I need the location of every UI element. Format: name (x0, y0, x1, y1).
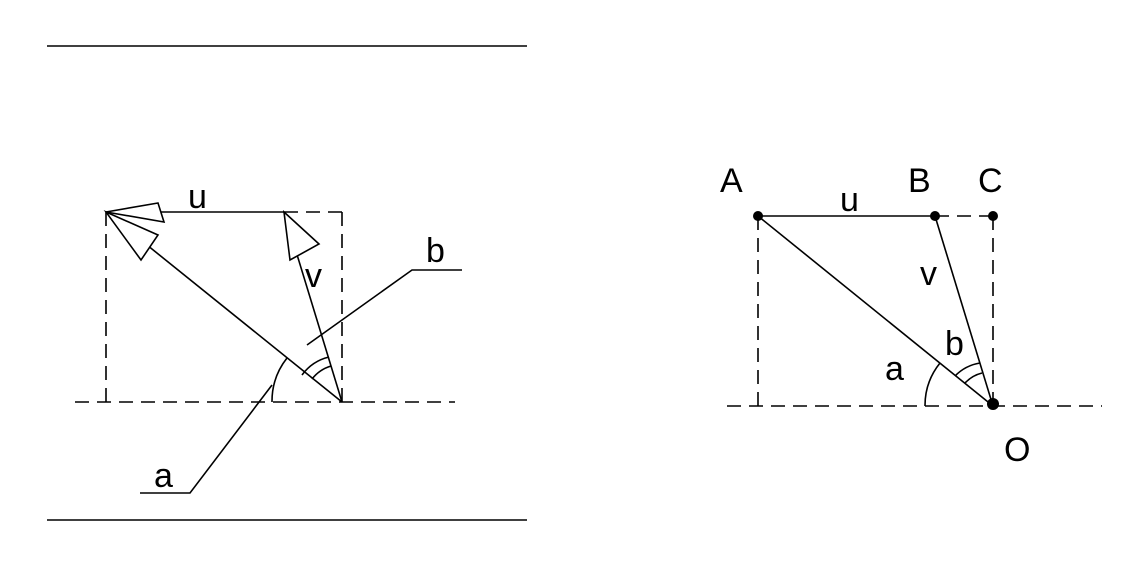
segment-OB (934, 215, 994, 407)
right-label-u: u (840, 181, 859, 219)
left-label-b: b (426, 232, 445, 270)
angle-a-arc (271, 357, 288, 403)
left-label-a: a (154, 457, 173, 495)
point-A (753, 211, 763, 221)
angle-b-arc-right-inner (964, 372, 983, 384)
leader-line-a (140, 384, 273, 494)
angle-b-arc-right-outer (954, 362, 981, 377)
label-O: O (1004, 431, 1030, 469)
left-label-u: u (188, 178, 207, 216)
point-O (987, 398, 999, 410)
point-C (988, 211, 998, 221)
right-label-b: b (945, 325, 964, 363)
angle-b-arc-inner (311, 365, 332, 380)
point-B (930, 211, 940, 221)
angle-b-arc-outer (301, 356, 330, 376)
vector-v-arrowhead (282, 209, 321, 262)
label-B: B (908, 162, 931, 200)
right-label-a: a (885, 350, 904, 388)
right-figure: A B C O u v a b (720, 162, 1102, 469)
right-label-v: v (920, 255, 937, 293)
left-label-v: v (305, 257, 322, 295)
label-A: A (720, 162, 743, 200)
vector-u-arrowhead (105, 202, 166, 224)
left-figure: u v b a (47, 45, 527, 521)
angle-a-arc-right (924, 362, 941, 407)
resultant-arrowhead (103, 210, 160, 262)
leader-line-b (306, 269, 462, 346)
segment-OA (757, 215, 994, 407)
label-C: C (978, 162, 1003, 200)
